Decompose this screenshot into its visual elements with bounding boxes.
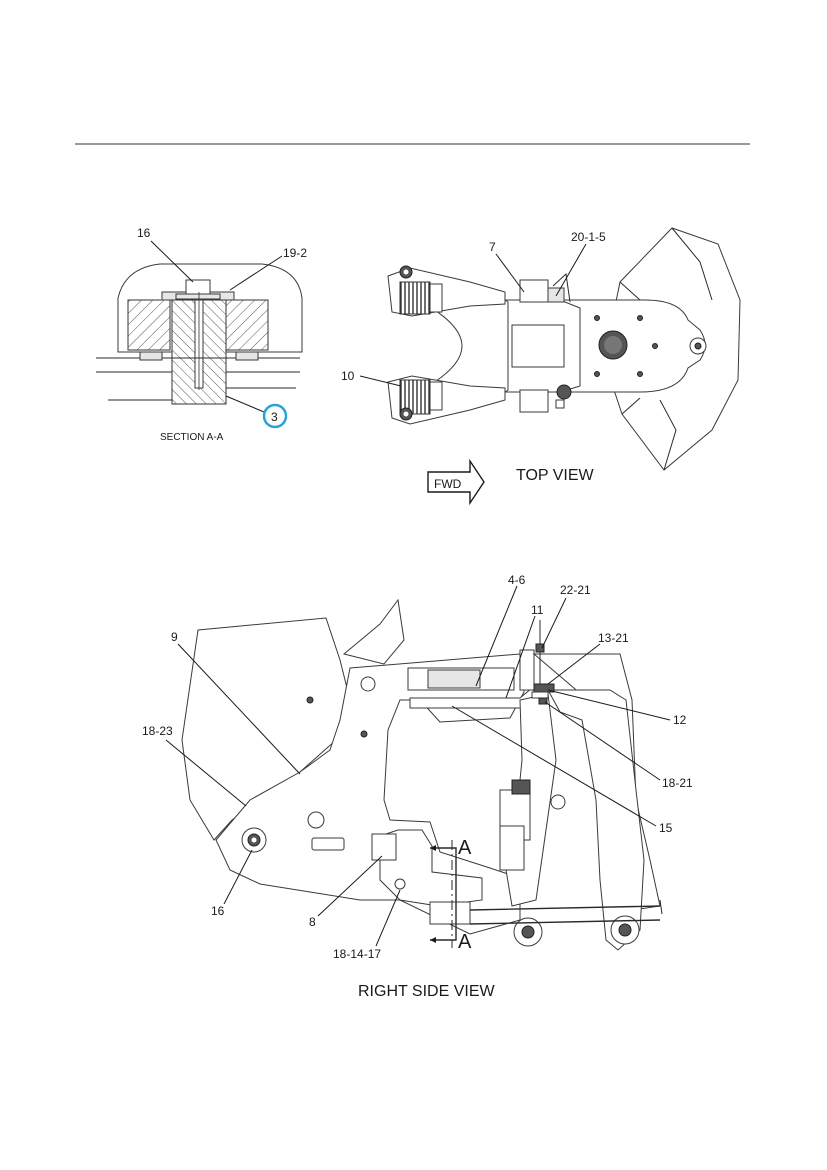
callout-8: 8 (309, 915, 316, 929)
fwd-arrow: FWD (427, 458, 485, 506)
section-marker-a-bottom: A (458, 931, 472, 953)
callout-10: 10 (341, 369, 355, 383)
section-cut-line-a-a (430, 840, 457, 948)
callout-18-21: 18-21 (662, 776, 693, 790)
callout-16-side: 16 (211, 904, 225, 918)
section-marker-a-top: A (458, 837, 472, 859)
callout-22-21: 22-21 (560, 583, 591, 597)
callout-13-21: 13-21 (598, 631, 629, 645)
section-a-a-title: SECTION A-A (160, 432, 224, 443)
fwd-label: FWD (434, 477, 462, 491)
callout-11: 11 (531, 603, 544, 617)
callout-9: 9 (171, 630, 178, 644)
callout-16-section: 16 (137, 226, 151, 240)
callout-4-6: 4-6 (508, 573, 526, 587)
callout-3[interactable]: 3 (271, 410, 278, 424)
callout-20-1-5: 20-1-5 (571, 230, 606, 244)
right-side-view-title: RIGHT SIDE VIEW (358, 983, 496, 1000)
section-a-a-drawing (96, 263, 303, 405)
top-view-drawing (387, 227, 741, 471)
right-side-view-drawing (181, 598, 663, 951)
callout-15: 15 (659, 821, 673, 835)
top-view-title: TOP VIEW (516, 467, 595, 484)
callout-19-2: 19-2 (283, 246, 307, 260)
callout-18-23: 18-23 (142, 724, 173, 738)
callout-7: 7 (489, 240, 496, 254)
callout-12: 12 (673, 713, 687, 727)
callout-18-14-17: 18-14-17 (333, 947, 381, 961)
callout-3-highlight-circle[interactable] (262, 403, 288, 429)
